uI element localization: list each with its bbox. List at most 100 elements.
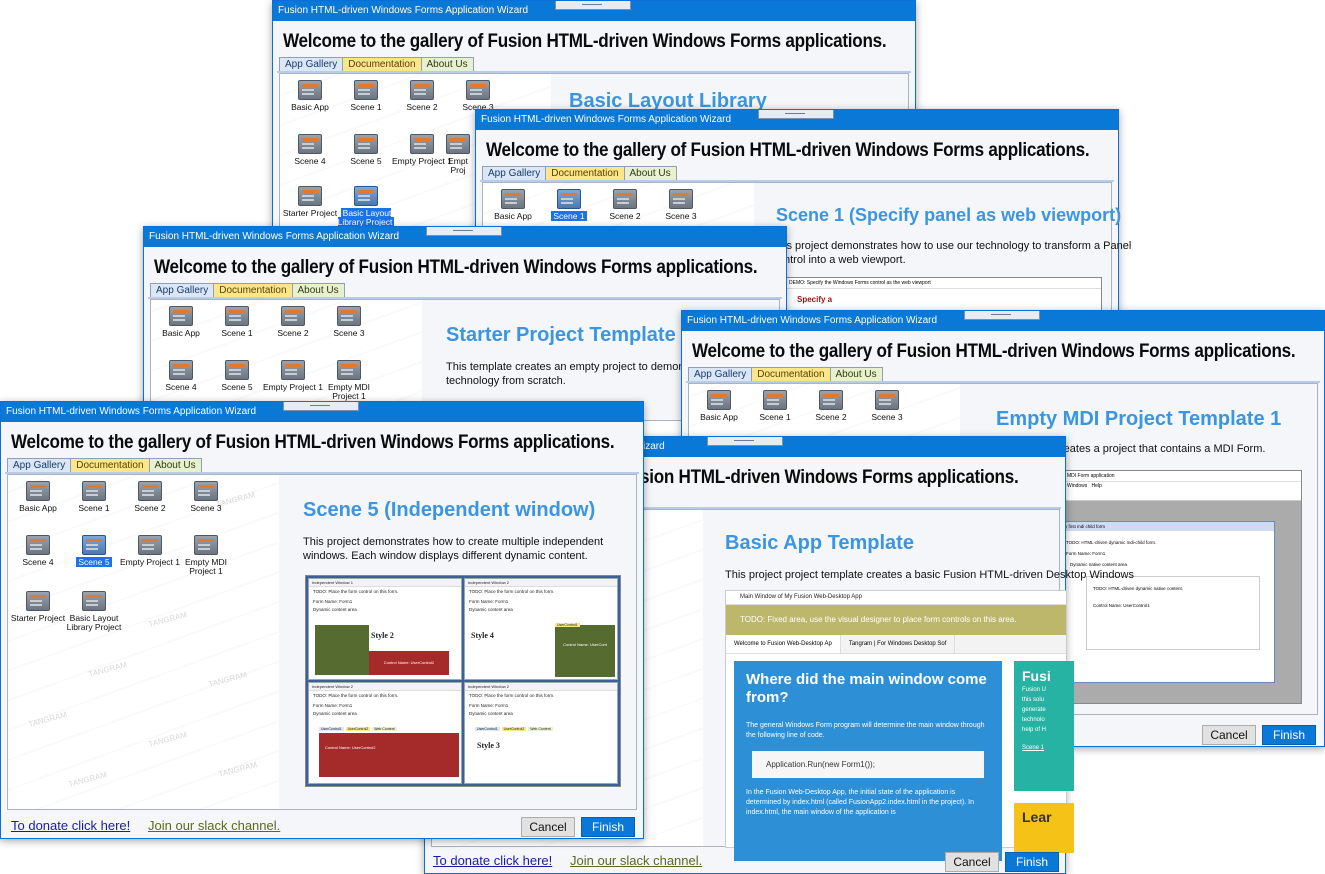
tab-about-us[interactable]: About Us — [291, 283, 345, 298]
tab-documentation[interactable]: Documentation — [213, 283, 293, 298]
browser-tab[interactable]: Tangram | For Windows Desktop Sof — [841, 635, 956, 653]
project-icon — [194, 535, 218, 555]
gallery-item-scene-3[interactable]: Scene 3 — [176, 481, 236, 513]
gallery-item-basic-app[interactable]: Basic App — [8, 481, 68, 513]
tab-app-gallery[interactable]: App Gallery — [150, 283, 215, 298]
gallery-item-scene-1[interactable]: Scene 1 — [64, 481, 124, 513]
gallery-item-empty-project-1[interactable]: Empty Project 1 — [120, 535, 180, 567]
gallery-item-scene-1[interactable]: Scene 1 — [539, 189, 599, 221]
drag-grip[interactable] — [283, 402, 359, 411]
doc-title: Empty MDI Project Template 1 — [996, 408, 1282, 430]
gallery-item-scene-2[interactable]: Scene 2 — [263, 306, 323, 338]
gallery-item-empty-project-1[interactable]: Empty Project 1 — [263, 360, 323, 392]
gallery-item-basic-app[interactable]: Basic App — [280, 80, 340, 112]
watermark: TANGRAM — [147, 730, 188, 749]
project-icon — [281, 360, 305, 380]
gallery-item-scene-5[interactable]: Scene 5 — [64, 535, 124, 567]
finish-button[interactable]: Finish — [581, 817, 635, 837]
gallery-item-scene-2[interactable]: Scene 2 — [595, 189, 655, 221]
scene1-link[interactable]: Scene 1 — [1022, 745, 1045, 751]
finish-button[interactable]: Finish — [1262, 725, 1316, 745]
gallery-item-basic-app[interactable]: Basic App — [151, 306, 211, 338]
gallery-item-scene-4[interactable]: Scene 4 — [8, 535, 68, 567]
gallery-item-basic-layout[interactable]: Basic Layout Library Project — [64, 591, 124, 632]
doc-panel: Scene 5 (Independent window) This projec… — [279, 474, 637, 810]
tab-documentation[interactable]: Documentation — [70, 458, 150, 473]
project-icon — [875, 390, 899, 410]
tab-app-gallery[interactable]: App Gallery — [688, 367, 753, 382]
watermark: TANGRAM — [27, 710, 68, 729]
independent-windows-screenshot: Independent Window 1 TODO: Place the for… — [305, 575, 621, 787]
gallery-item-starter-project[interactable]: Starter Project — [280, 186, 340, 218]
donate-link[interactable]: To donate click here! — [11, 818, 131, 833]
tab-app-gallery[interactable]: App Gallery — [279, 57, 344, 72]
donate-link[interactable]: To donate click here! — [433, 853, 553, 868]
mini-window: Independent Window 1 TODO: Place the for… — [308, 578, 462, 680]
tab-about-us[interactable]: About Us — [420, 57, 474, 72]
project-icon — [410, 80, 434, 100]
project-icon — [669, 189, 693, 209]
browser-tabs: Welcome to Fusion Web-Desktop Ap Tangram… — [726, 635, 1066, 654]
gallery-item-scene-4[interactable]: Scene 4 — [151, 360, 211, 392]
gallery-heading: Welcome to the gallery of Fusion HTML-dr… — [283, 31, 887, 52]
drag-grip[interactable] — [964, 311, 1040, 320]
gallery-item-scene-2[interactable]: Scene 2 — [120, 481, 180, 513]
slack-link[interactable]: Join our slack channel. — [570, 853, 703, 868]
gallery-item-scene-5[interactable]: Scene 5 — [207, 360, 267, 392]
doc-title: Scene 1 (Specify panel as web viewport) — [776, 205, 1122, 225]
gallery-heading: Welcome to the gallery of Fusion HTML-dr… — [154, 257, 758, 278]
doc-title: Starter Project Template — [446, 324, 676, 346]
doc-description: reates a project that contains a MDI For… — [1060, 443, 1266, 455]
side-card: Fusi Fusion U this solu generate technol… — [1014, 661, 1074, 791]
mdi-menu: Windows Help — [1061, 482, 1301, 490]
cancel-button[interactable]: Cancel — [1202, 725, 1256, 745]
tab-documentation[interactable]: Documentation — [751, 367, 831, 382]
gallery-item-empty-partial[interactable]: Empt Proj — [440, 134, 476, 175]
gallery-item-empty-project-1[interactable]: Empty Project 1 — [392, 134, 452, 166]
gallery-item-scene-3[interactable]: Scene 3 — [319, 306, 379, 338]
tab-underline — [429, 507, 1061, 509]
slack-link[interactable]: Join our slack channel. — [148, 818, 281, 833]
gallery-item-starter-project[interactable]: Starter Project — [8, 591, 68, 623]
tab-app-gallery[interactable]: App Gallery — [482, 166, 547, 181]
doc-description: This project project template creates a … — [725, 569, 1134, 581]
gallery-item-scene-1[interactable]: Scene 1 — [336, 80, 396, 112]
tab-about-us[interactable]: About Us — [623, 166, 677, 181]
cancel-button[interactable]: Cancel — [945, 852, 999, 872]
tab-documentation[interactable]: Documentation — [342, 57, 422, 72]
gallery-item-basic-app[interactable]: Basic App — [689, 390, 749, 422]
gallery-item-scene-1[interactable]: Scene 1 — [207, 306, 267, 338]
drag-grip[interactable] — [707, 437, 783, 446]
gallery-item-scene-3[interactable]: Scene 3 — [651, 189, 711, 221]
tab-app-gallery[interactable]: App Gallery — [7, 458, 72, 473]
tab-underline — [686, 381, 1320, 383]
mini-tabs: UserControl1 UserControl2 Web Content — [475, 727, 553, 731]
gallery-item-scene-3[interactable]: Scene 3 — [857, 390, 917, 422]
watermark: TANGRAM — [147, 610, 188, 629]
gallery-item-scene-4[interactable]: Scene 4 — [280, 134, 340, 166]
drag-grip[interactable] — [555, 1, 631, 10]
mdi-screenshot: MDI Form application Windows Help y firs… — [1060, 470, 1302, 704]
gallery-item-basic-app[interactable]: Basic App — [483, 189, 543, 221]
title-bar: Fusion HTML-driven Windows Forms Applica… — [273, 1, 915, 21]
tab-about-us[interactable]: About Us — [829, 367, 883, 382]
gallery-item-basic-layout[interactable]: Basic Layout Library Project — [336, 186, 396, 227]
browser-tab[interactable]: Welcome to Fusion Web-Desktop Ap — [726, 635, 841, 653]
finish-button[interactable]: Finish — [1005, 852, 1059, 872]
tab-about-us[interactable]: About Us — [148, 458, 202, 473]
gallery-item-scene-3[interactable]: Scene 3 — [448, 80, 508, 112]
gallery-item-scene-5[interactable]: Scene 5 — [336, 134, 396, 166]
gallery-item-empty-mdi-1[interactable]: Empty MDI Project 1 — [319, 360, 379, 401]
gallery-item-empty-mdi-1[interactable]: Empty MDI Project 1 — [176, 535, 236, 576]
tab-documentation[interactable]: Documentation — [545, 166, 625, 181]
gallery-item-scene-1[interactable]: Scene 1 — [745, 390, 805, 422]
drag-grip[interactable] — [426, 227, 502, 236]
project-icon — [82, 591, 106, 611]
gallery-item-scene-2[interactable]: Scene 2 — [392, 80, 452, 112]
project-icon — [613, 189, 637, 209]
cancel-button[interactable]: Cancel — [521, 817, 575, 837]
app-screenshot: Main Window of My Fusion Web-Desktop App… — [725, 590, 1074, 861]
gallery-item-scene-2[interactable]: Scene 2 — [801, 390, 861, 422]
project-icon — [298, 80, 322, 100]
drag-grip[interactable] — [758, 110, 834, 119]
